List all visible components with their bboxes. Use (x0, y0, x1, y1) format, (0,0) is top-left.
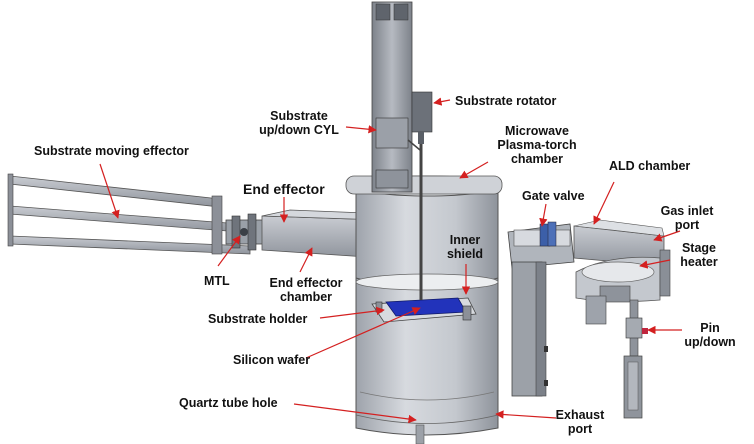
label-inner-shield: Inner shield (440, 233, 490, 261)
arrow-mtl (217, 235, 241, 267)
label-gate-valve: Gate valve (522, 189, 585, 203)
label-ald-chamber: ALD chamber (609, 159, 691, 173)
label-substrate-updown-cyl: Substrate up/down CYL (254, 109, 344, 137)
label-mtl: MTL (204, 274, 230, 288)
substrate-holder-assembly (371, 297, 477, 323)
label-substrate-rotator: Substrate rotator (455, 94, 557, 108)
label-quartz-tube-hole: Quartz tube hole (179, 396, 278, 410)
label-exhaust-line2: port (567, 422, 593, 436)
pin-actuator (623, 299, 648, 419)
arrow-stage-heater (639, 259, 671, 269)
label-silicon-wafer: Silicon wafer (233, 353, 311, 367)
ald-chamber (573, 219, 671, 325)
label-stage-heater: Stage heater (672, 241, 726, 269)
arrow-ee-chamber (299, 247, 313, 273)
label-microwave-line1: Microwave (505, 124, 569, 138)
label-pin-updown: Pin up/down (678, 321, 742, 349)
label-gas-inlet-line2: port (674, 218, 700, 232)
arrow-silicon-wafer (305, 307, 421, 359)
label-microwave-chamber: Microwave Plasma-torch chamber (487, 124, 587, 166)
label-gas-inlet-line1: Gas inlet (660, 204, 714, 218)
label-updown-line2: up/down CYL (259, 123, 339, 137)
arrow-gas-inlet (653, 230, 681, 242)
label-updown-line1: Substrate (270, 109, 328, 123)
label-ee-chamber-line1: End effector (269, 276, 343, 290)
arrow-moving-effector (99, 163, 120, 219)
mtl-joint (225, 213, 267, 251)
rotator-shaft (371, 1, 433, 300)
label-end-effector: End effector (243, 181, 325, 197)
label-inner-shield-line2: shield (446, 247, 484, 261)
label-stage-heater-line2: heater (680, 255, 718, 269)
arrow-updown-cyl (345, 125, 377, 134)
label-stage-heater-line1: Stage (681, 241, 717, 255)
label-exhaust-port: Exhaust port (552, 408, 608, 436)
label-pin-line1: Pin (700, 321, 720, 335)
label-microwave-line3: chamber (510, 152, 564, 166)
arrow-exhaust (495, 410, 557, 419)
gate-valve (507, 221, 575, 397)
label-ee-chamber-line2: chamber (279, 290, 333, 304)
moving-effector-rails (7, 173, 251, 255)
label-inner-shield-line1: Inner (449, 233, 481, 247)
label-exhaust-line1: Exhaust (555, 408, 605, 422)
callout-arrows (99, 97, 682, 424)
label-substrate-holder: Substrate holder (208, 312, 308, 326)
label-substrate-moving-effector: Substrate moving effector (34, 144, 189, 158)
label-microwave-line2: Plasma-torch (497, 138, 577, 152)
label-gas-inlet-port: Gas inlet port (654, 204, 720, 232)
arrow-substrate-holder (319, 306, 385, 319)
label-end-effector-chamber: End effector chamber (262, 276, 350, 304)
arrow-substrate-rotator (433, 97, 451, 106)
arrow-gate-valve (539, 203, 548, 227)
label-pin-line2: up/down (684, 335, 736, 349)
arrow-quartz-tube (293, 403, 417, 424)
arrow-microwave (459, 161, 489, 179)
arrow-ald-chamber (593, 181, 615, 225)
